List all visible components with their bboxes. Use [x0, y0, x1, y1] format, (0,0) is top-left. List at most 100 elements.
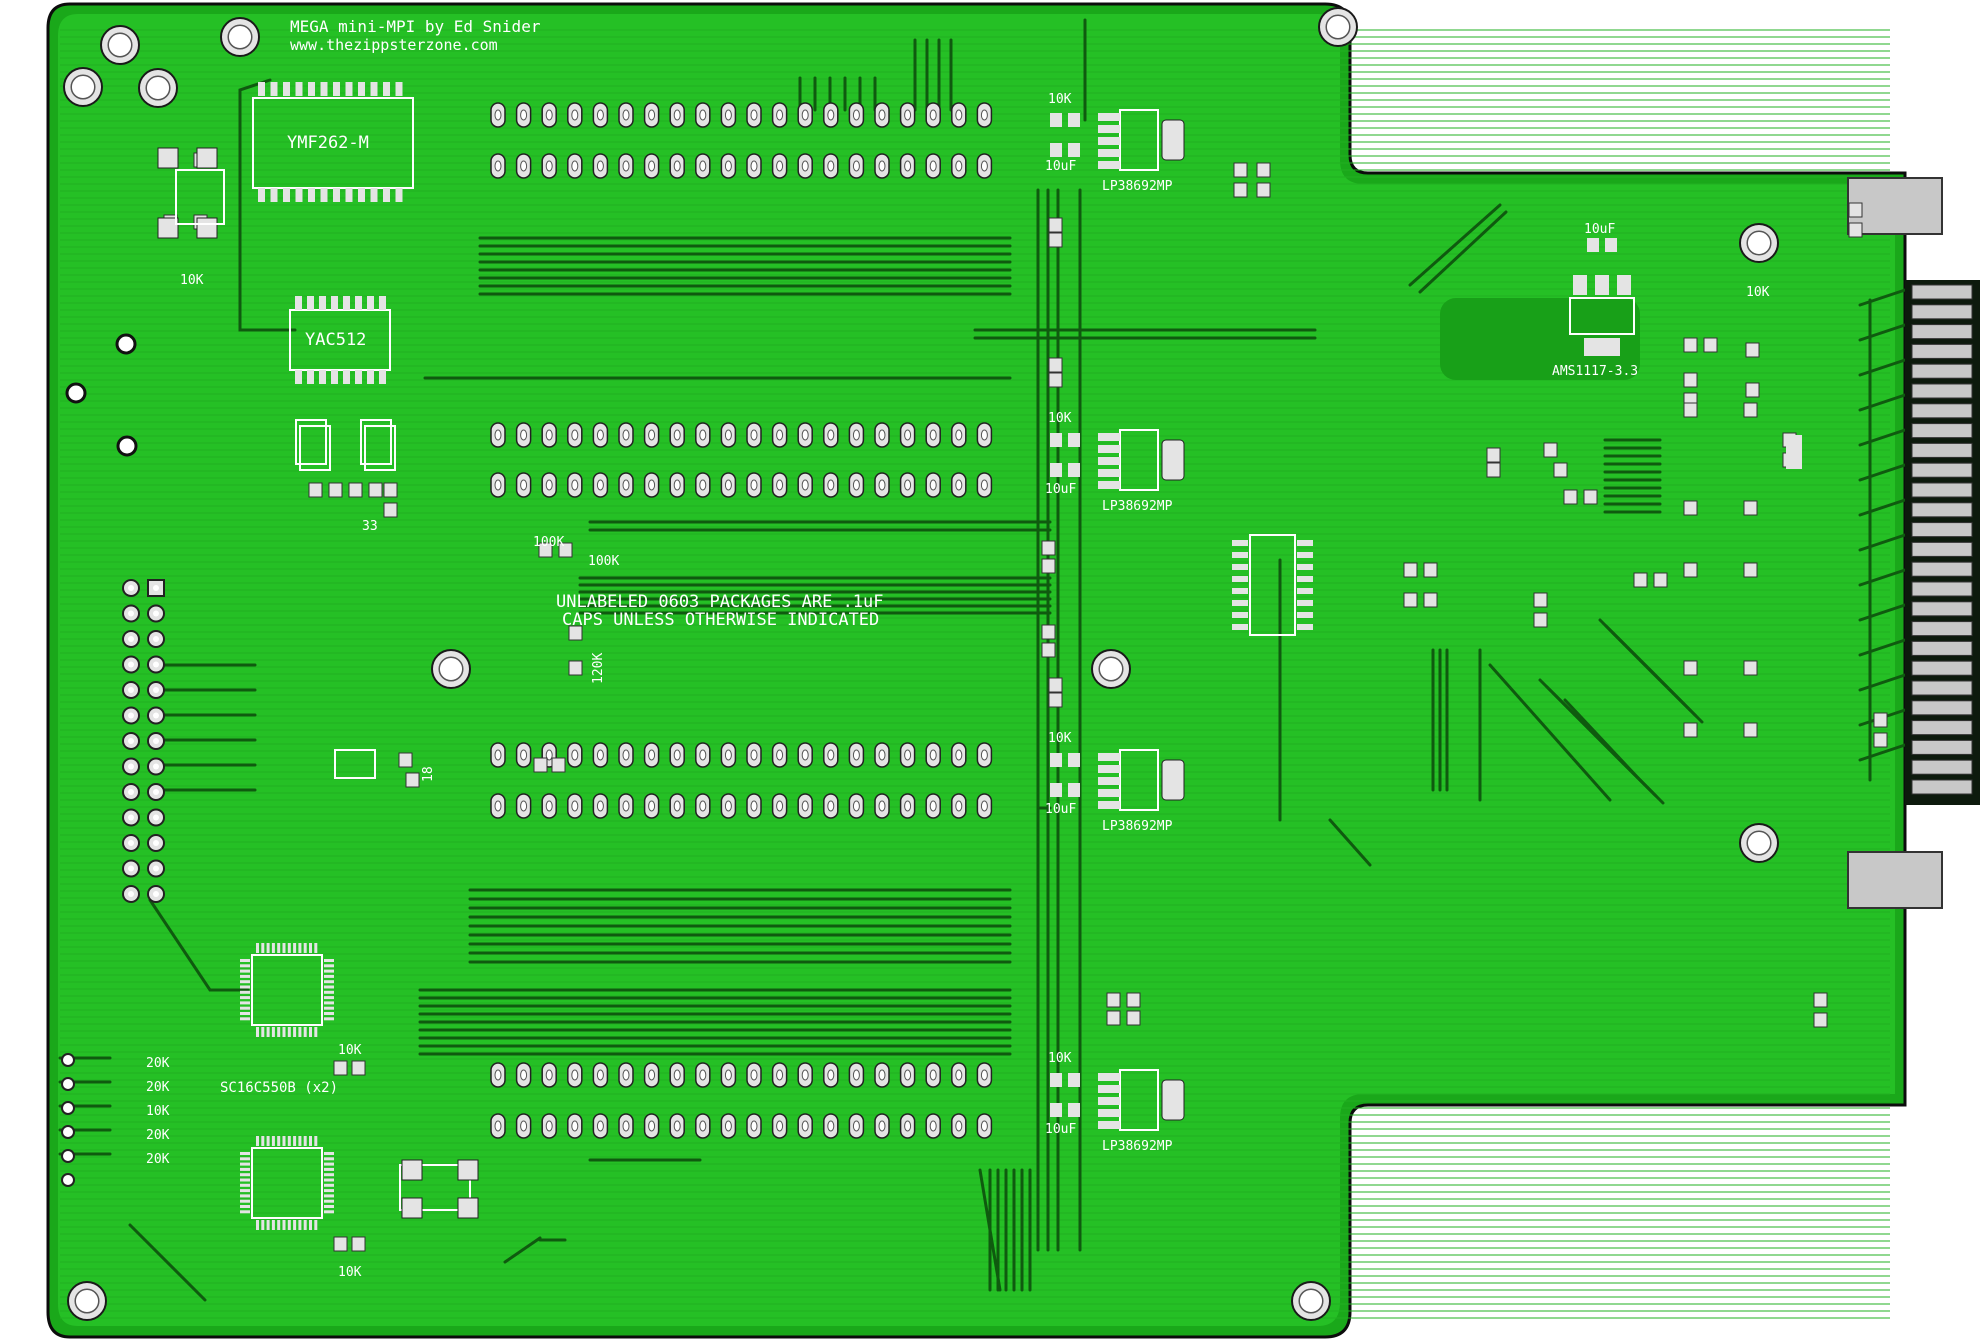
ic-pin — [277, 1027, 281, 1037]
passive-pad — [1743, 660, 1758, 676]
ic-pin — [324, 969, 334, 973]
header-drill — [827, 1120, 835, 1132]
passive-pad — [1068, 113, 1080, 127]
trace — [1858, 428, 1907, 447]
ldo-label: LP38692MP — [1102, 1139, 1173, 1154]
header-drill — [673, 479, 681, 491]
ic-pin — [319, 370, 326, 384]
header-drill — [520, 479, 528, 491]
ic-pin — [261, 943, 265, 953]
passive-pad — [308, 482, 323, 498]
header-drill — [596, 160, 604, 172]
trace — [1858, 533, 1907, 552]
header-drill — [648, 160, 656, 172]
header-drill — [699, 160, 707, 172]
passive-pad — [1848, 202, 1863, 218]
ic-pin — [256, 1136, 259, 1146]
ldo-pin — [1098, 1097, 1120, 1105]
header-pin-drill — [153, 789, 159, 795]
edge-pin — [61, 1173, 75, 1187]
header-drill — [852, 109, 860, 121]
header-drill — [673, 800, 681, 812]
mounting-hole-center — [1298, 1288, 1324, 1314]
ic-pin — [295, 370, 302, 384]
header-drill — [520, 749, 528, 761]
ic-pin — [379, 370, 386, 384]
passive-pad — [1745, 382, 1760, 398]
ldo-tab — [1161, 759, 1185, 801]
header-drill — [648, 1120, 656, 1132]
header-drill — [878, 429, 886, 441]
ic-pin — [298, 1027, 302, 1037]
edge-finger — [1911, 324, 1973, 340]
edge-finger — [1911, 363, 1973, 379]
header-drill — [596, 429, 604, 441]
ic-pin — [277, 943, 281, 953]
header-drill — [929, 160, 937, 172]
passive-pad — [1543, 442, 1558, 458]
ic-pin — [261, 1136, 265, 1146]
header-drill — [648, 1069, 656, 1081]
ic-pin — [314, 1136, 318, 1146]
ic-pin — [343, 370, 350, 384]
square-pad — [196, 147, 218, 169]
header-drill — [596, 109, 604, 121]
header-drill — [878, 800, 886, 812]
passive-pad — [1813, 992, 1828, 1008]
header-drill — [750, 479, 758, 491]
board-url: www.thezippsterzone.com — [290, 36, 498, 54]
header-drill — [980, 109, 988, 121]
passive-pad — [558, 542, 573, 558]
label-10uf-b: 10uF — [1045, 482, 1076, 497]
header-drill — [878, 1069, 886, 1081]
ic-pin — [240, 1017, 250, 1021]
ic-pin — [324, 980, 334, 984]
ldo-pin — [1098, 469, 1120, 477]
header-pin-drill — [153, 636, 159, 642]
header-drill — [673, 749, 681, 761]
header-drill — [520, 160, 528, 172]
header-drill — [545, 109, 553, 121]
ic-pin — [1297, 576, 1313, 582]
header-drill — [827, 429, 835, 441]
mounting-hole-center — [1098, 656, 1124, 682]
trace — [1858, 288, 1907, 307]
header-drill — [878, 160, 886, 172]
edge-finger — [1911, 462, 1973, 478]
header-drill — [980, 429, 988, 441]
header-drill — [776, 1120, 784, 1132]
label-18: 18 — [421, 766, 436, 782]
edge-finger — [1911, 541, 1973, 557]
header-drill — [699, 109, 707, 121]
ic-pin — [355, 296, 362, 310]
header-drill — [980, 1069, 988, 1081]
header-pin-drill — [153, 610, 159, 617]
ic-pin — [1232, 600, 1248, 606]
passive-pad — [568, 625, 583, 641]
label-20k-b: 20K — [146, 1080, 170, 1095]
mounting-hole-center — [227, 24, 253, 50]
ldo-pin — [1098, 457, 1120, 465]
ic-pin — [320, 82, 328, 96]
passive-pad — [1873, 732, 1888, 748]
label-10k-f: 10K — [338, 1043, 362, 1058]
ic-pin — [309, 943, 312, 953]
header-drill — [878, 109, 886, 121]
edge-tab-bottom — [1847, 851, 1943, 909]
ic-pin — [283, 188, 290, 202]
passive-pad — [1050, 753, 1062, 767]
header-drill — [699, 749, 707, 761]
ic-pin — [266, 1027, 270, 1037]
header-drill — [622, 800, 630, 812]
header-drill — [571, 1120, 579, 1132]
edge-finger — [1911, 680, 1973, 696]
passive-pad — [1683, 402, 1698, 418]
ldo-pin — [1098, 765, 1120, 773]
passive-pad — [1050, 143, 1062, 157]
passives — [157, 147, 1888, 1252]
header-drill — [980, 800, 988, 812]
ic-pin — [295, 296, 302, 310]
passive-pad — [398, 752, 413, 768]
ic-pin — [324, 1006, 334, 1010]
edge-finger — [1911, 383, 1973, 399]
